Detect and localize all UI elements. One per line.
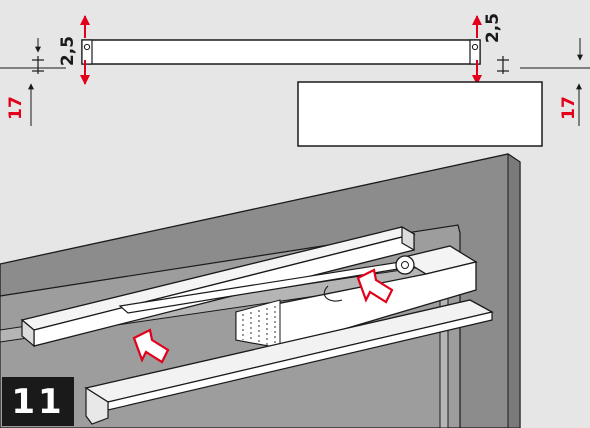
arm-pivot <box>395 255 415 275</box>
arm-spring-clip <box>323 285 343 302</box>
mounting-arrow-2 <box>356 268 394 304</box>
closer-body-outline <box>297 81 543 147</box>
rail-end-cap-left <box>81 39 93 65</box>
height-label-right: 17 <box>559 96 579 120</box>
door-edge <box>507 153 521 428</box>
offset-label-right: 2,5 <box>483 13 503 43</box>
rail-end-cap-back <box>401 225 415 252</box>
rail-end-cap-front <box>21 318 35 348</box>
screw-hole-right <box>471 43 479 51</box>
mounting-rail-top <box>81 39 481 65</box>
rail-end-cap-right <box>469 39 481 65</box>
screw-hole-left <box>83 43 91 51</box>
offset-label-left: 2,5 <box>58 36 78 66</box>
dimension-diagram: 2,5 2,5 17 17 <box>0 13 590 147</box>
mounting-arrow-1 <box>132 328 170 364</box>
step-number-badge: 11 <box>2 377 74 426</box>
height-label-left: 17 <box>6 96 26 120</box>
cover-strip-end <box>85 386 109 425</box>
closer-grill <box>242 306 276 346</box>
door-perspective <box>0 153 521 428</box>
arm-pivot-screw <box>401 261 409 269</box>
